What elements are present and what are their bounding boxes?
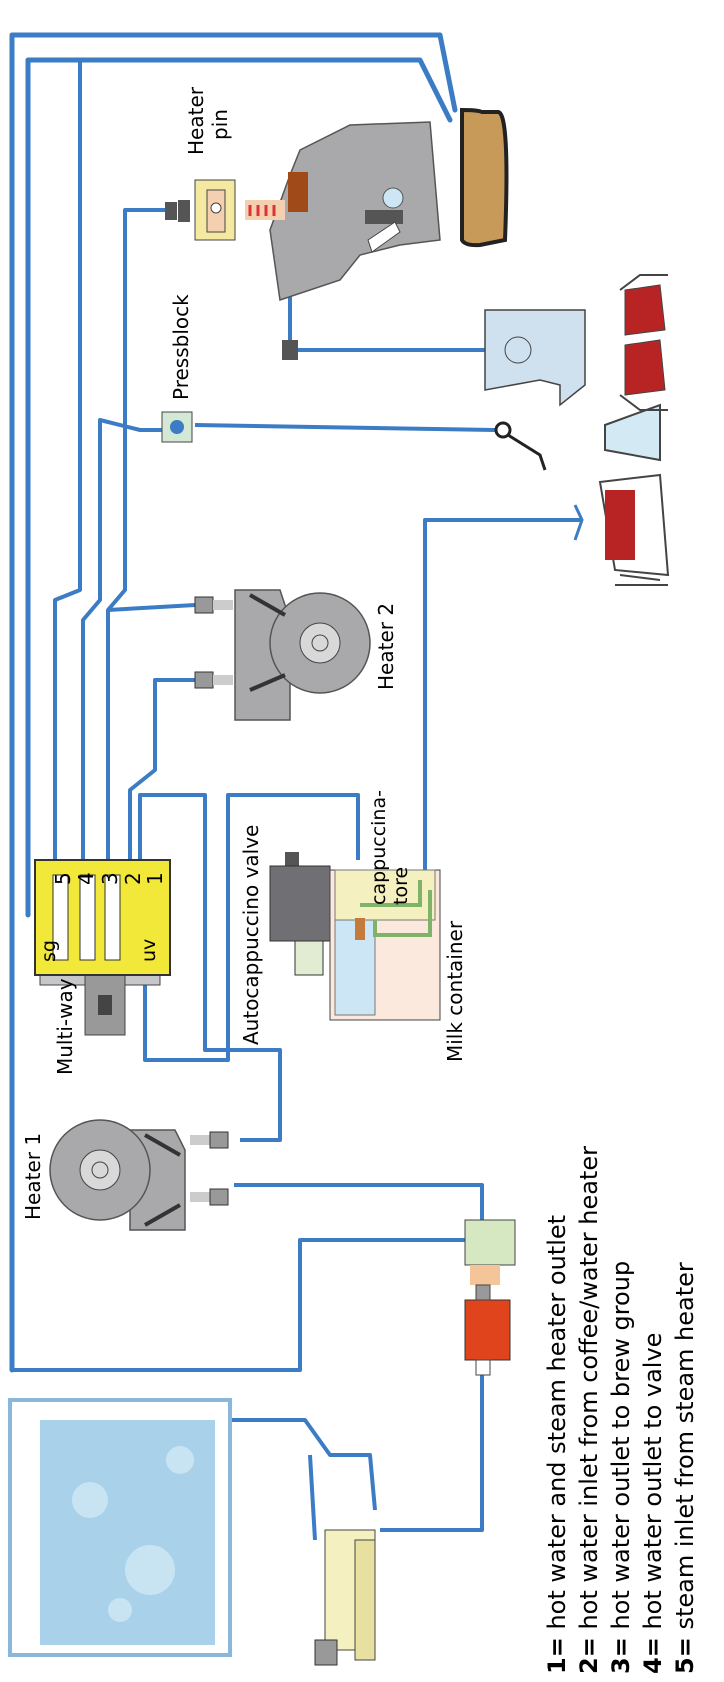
brew-group-connector xyxy=(282,340,298,360)
port-2: 2 xyxy=(121,872,145,885)
svg-text:2= hot water inlet from coffee: 2= hot water inlet from coffee/water hea… xyxy=(575,1146,603,1674)
sg-label: sg xyxy=(38,940,60,962)
cappuccinatore-label-1: cappuccina- xyxy=(368,790,390,905)
water-tank xyxy=(8,1398,232,1657)
legend-key-1: 1= xyxy=(543,1637,571,1674)
milk-container xyxy=(329,869,441,1021)
legend-key-5: 5= xyxy=(671,1637,699,1674)
heater-2 xyxy=(194,589,371,721)
heater-2-label: Heater 2 xyxy=(374,603,398,690)
heater-1-label: Heater 1 xyxy=(21,1133,45,1220)
water-pump xyxy=(464,1219,516,1376)
heater-pin-label-1: Heater xyxy=(184,86,208,155)
brew-unit-holder xyxy=(484,309,586,407)
milk-container-label: Milk container xyxy=(443,920,467,1062)
heater-1 xyxy=(49,1119,229,1231)
legend-text-4: hot water outlet to valve xyxy=(639,1333,667,1638)
cappuccinatore-label-2: tore xyxy=(390,867,412,905)
autocappuccino-valve-label: Autocappuccino valve xyxy=(239,825,263,1045)
uv-label: uv xyxy=(138,939,160,962)
hot-water-tap xyxy=(494,421,547,471)
cups xyxy=(598,274,670,586)
legend-text-2: hot water inlet from coffee/water heater xyxy=(575,1146,603,1637)
port-4: 4 xyxy=(74,872,98,885)
svg-text:4= hot water outlet to valve: 4= hot water outlet to valve xyxy=(639,1333,667,1674)
svg-text:3= hot water outlet to brew gr: 3= hot water outlet to brew group xyxy=(607,1261,635,1674)
coffee-filter xyxy=(460,107,509,248)
port-3: 3 xyxy=(98,872,122,885)
autocappuccino-valve xyxy=(269,852,331,976)
legend-key-2: 2= xyxy=(575,1637,603,1674)
multi-way-label: Multi-way xyxy=(53,978,77,1075)
pressblock-label: Pressblock xyxy=(169,294,193,400)
water-pipes xyxy=(9,32,582,1541)
port-5: 5 xyxy=(51,872,75,885)
legend: 1= hot water and steam heater outlet 2= … xyxy=(543,1146,699,1674)
legend-text-1: hot water and steam heater outlet xyxy=(543,1215,571,1637)
port-numbers: 5 4 3 2 1 xyxy=(51,872,167,885)
legend-key-3: 3= xyxy=(607,1637,635,1674)
heater-pin xyxy=(165,179,285,241)
flow-meter xyxy=(314,1529,376,1666)
svg-text:1= hot water and steam heater: 1= hot water and steam heater outlet xyxy=(543,1215,571,1674)
multi-way-valve xyxy=(34,859,171,1036)
legend-key-4: 4= xyxy=(639,1637,667,1674)
pressblock-valve xyxy=(161,411,193,443)
port-1: 1 xyxy=(143,872,167,885)
legend-text-3: hot water outlet to brew group xyxy=(607,1261,635,1637)
milk-outlet xyxy=(573,504,584,541)
brew-group xyxy=(269,121,441,301)
legend-text-5: steam inlet from steam heater xyxy=(671,1262,699,1637)
svg-text:5= steam inlet from steam heat: 5= steam inlet from steam heater xyxy=(671,1262,699,1674)
heater-pin-label-2: pin xyxy=(208,109,232,140)
